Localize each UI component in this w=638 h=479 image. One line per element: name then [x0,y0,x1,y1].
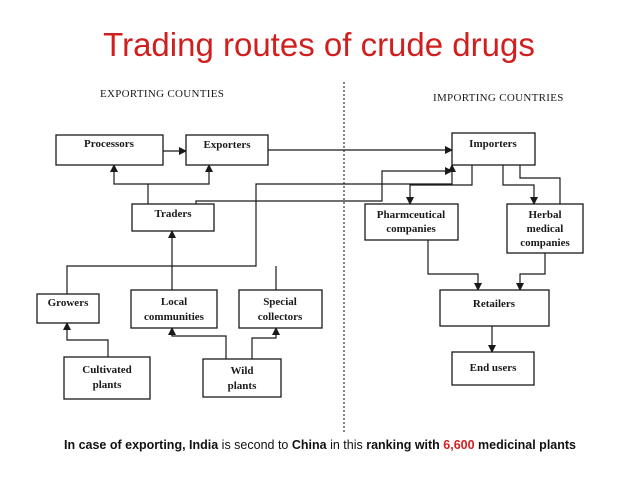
box-retailers: Retailers [439,289,550,327]
caption-ranking: ranking with [366,438,444,452]
caption-india: India [189,438,219,452]
box-pharmaceutical-companies: Pharmceutical companies [364,203,459,241]
svg-text:medical: medical [527,223,564,235]
svg-text:Traders: Traders [154,208,192,220]
svg-text:companies: companies [520,237,570,249]
importing-countries-label: IMPORTING COUNTRIES [433,92,564,104]
svg-text:Processors: Processors [84,138,135,150]
box-traders: Traders [131,203,215,232]
slide-title: Trading routes of crude drugs [103,26,535,63]
caption-part: is second to [218,438,292,452]
exporting-countries-label: EXPORTING COUNTIES [100,88,224,100]
svg-text:Growers: Growers [48,297,89,309]
box-exporters: Exporters [185,134,269,166]
svg-text:Retailers: Retailers [473,298,516,310]
box-end-users: End users [451,351,535,386]
caption-part: medicinal plants [474,438,576,452]
box-growers: Growers [36,293,100,324]
box-local-communities: Local communities [130,289,218,329]
svg-text:Importers: Importers [469,138,517,150]
svg-text:Herbal: Herbal [529,209,562,221]
box-herbal-companies: Herbal medical companies [506,203,584,254]
svg-text:Cultivated: Cultivated [82,364,132,376]
svg-text:collectors: collectors [258,311,303,323]
box-cultivated-plants: Cultivated plants [63,356,151,400]
svg-text:plants: plants [228,380,257,392]
svg-text:Wild: Wild [230,365,253,377]
caption: In case of exporting, India is second to… [40,436,600,455]
svg-text:companies: companies [386,223,436,235]
connectors [63,146,561,359]
box-processors: Processors [55,134,164,166]
svg-text:Exporters: Exporters [203,139,251,151]
box-wild-plants: Wild plants [202,358,282,398]
caption-part: in this [326,438,367,452]
svg-text:communities: communities [144,311,205,323]
box-importers: Importers [451,132,536,166]
svg-text:Local: Local [161,296,187,308]
box-special-collectors: Special collectors [238,289,323,329]
svg-text:End users: End users [470,362,517,374]
caption-number: 6,600 [443,438,475,452]
svg-text:Pharmceutical: Pharmceutical [377,209,445,221]
caption-part: In case of exporting, [64,438,190,452]
svg-text:plants: plants [93,379,122,391]
svg-text:Special: Special [263,296,297,308]
caption-china: China [291,438,327,452]
